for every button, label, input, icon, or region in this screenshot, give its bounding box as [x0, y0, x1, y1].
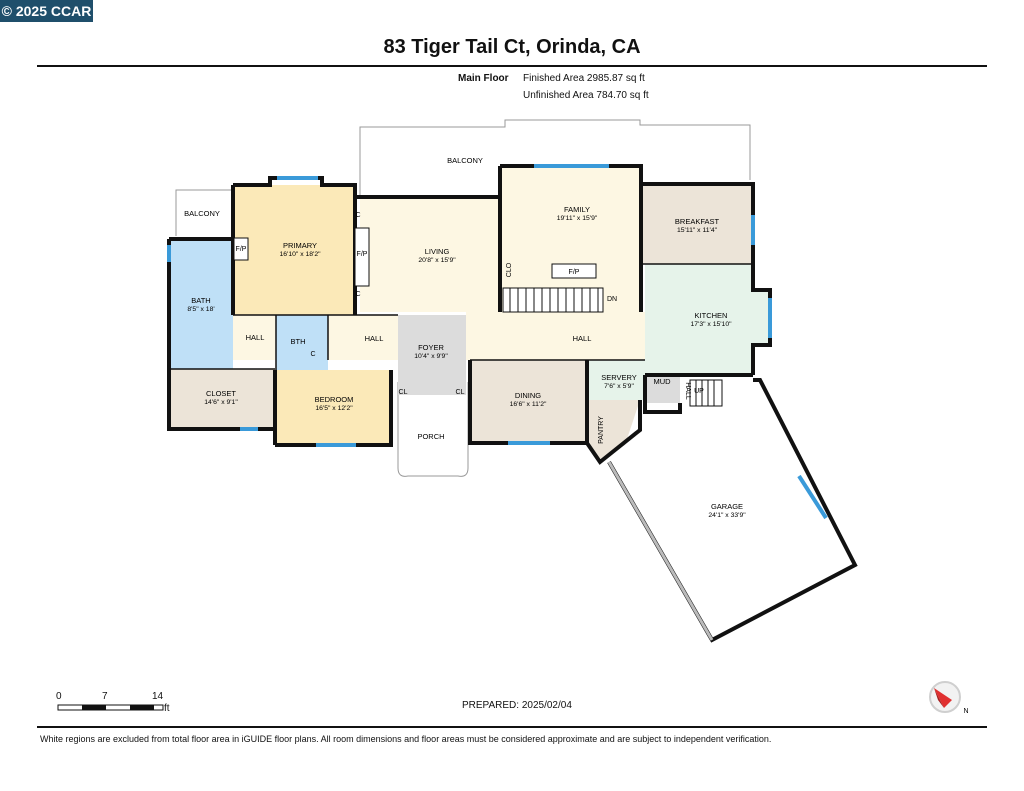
- scale-tick-0: 0: [56, 691, 62, 702]
- garage-door: [607, 461, 714, 641]
- scale-tick-14: 14: [152, 691, 164, 702]
- primary-dim: 16'10" x 18'2": [279, 251, 321, 258]
- fireplaces: [233, 227, 597, 287]
- bth-room: [276, 315, 328, 370]
- family-dim: 19'11" x 15'9": [557, 215, 598, 222]
- balcony-top-label: BALCONY: [447, 156, 483, 165]
- primary-fp-label: F/P: [236, 246, 247, 253]
- family-fp-label: F/P: [569, 269, 580, 276]
- closet-c-top: C: [355, 212, 360, 219]
- kitchen-dim: 17'3" x 15'10": [690, 321, 732, 328]
- porch-label: PORCH: [417, 432, 444, 441]
- clo-label: CLO: [506, 262, 513, 277]
- bath-room: [169, 239, 233, 369]
- closet-c-bth: C: [310, 351, 315, 358]
- dining-room: [470, 360, 587, 443]
- foyer-label: FOYER: [418, 343, 444, 352]
- hall-center-area: [328, 315, 398, 360]
- closet-room: [169, 369, 275, 429]
- bedroom-label: BEDROOM: [315, 395, 354, 404]
- servery-label: SERVERY: [601, 373, 637, 382]
- unfinished-area: Unfinished Area 784.70 sq ft: [523, 90, 649, 101]
- interior-walls: [169, 263, 753, 370]
- bedroom-dim: 16'5" x 12'2": [315, 405, 353, 412]
- living-fp-label: F/P: [357, 251, 368, 258]
- breakfast-dim: 15'11" x 11'4": [677, 227, 718, 234]
- closet-dim: 14'6" x 9'1": [204, 399, 238, 406]
- breakfast-room: [641, 184, 753, 264]
- cl-right-label: CL: [456, 389, 465, 396]
- primary-room: [233, 185, 353, 315]
- foyer-dim: 10'4" x 9'9": [414, 353, 448, 360]
- bedroom-room: [276, 370, 391, 445]
- stairs: [502, 287, 723, 407]
- disclaimer: White regions are excluded from total fl…: [40, 734, 772, 744]
- stairs-up-label: UP: [694, 388, 704, 395]
- mud-label: MUD: [653, 377, 671, 386]
- compass-n: N: [963, 708, 968, 715]
- servery-dim: 7'6" x 5'9": [604, 383, 634, 390]
- pantry-label: PANTRY: [598, 416, 605, 444]
- scale-tick-7: 7: [102, 691, 108, 702]
- closet-label: CLOSET: [206, 389, 236, 398]
- family-label: FAMILY: [564, 205, 590, 214]
- family-room: [500, 166, 641, 312]
- hall-right-area: [466, 312, 645, 360]
- compass-icon: N: [929, 681, 969, 715]
- kitchen-label: KITCHEN: [695, 311, 728, 320]
- pantry-room: [588, 400, 640, 460]
- foyer-area: [398, 315, 466, 395]
- bath-dim: 8'5" x 18': [187, 306, 214, 313]
- garage-dim: 24'1" x 33'9": [708, 512, 746, 519]
- balcony-outline: [175, 119, 751, 477]
- hall-left-area: [233, 315, 276, 360]
- balcony-left-label: BALCONY: [184, 209, 220, 218]
- copyright-badge: © 2025 CCAR: [0, 0, 93, 22]
- primary-label: PRIMARY: [283, 241, 317, 250]
- dining-label: DINING: [515, 391, 541, 400]
- living-dim: 20'8" x 15'9": [418, 257, 456, 264]
- mud-room: [645, 375, 680, 403]
- hall-center-label: HALL: [365, 334, 384, 343]
- windows: [167, 164, 828, 520]
- living-room: [360, 197, 500, 312]
- hall-right-label: HALL: [573, 334, 592, 343]
- finished-area: Finished Area 2985.87 sq ft: [523, 73, 645, 84]
- prepared-date: PREPARED: 2025/02/04: [462, 700, 572, 711]
- garage-label: GARAGE: [711, 502, 743, 511]
- scale-unit: ft: [164, 703, 170, 714]
- living-label: LIVING: [425, 247, 450, 256]
- bath-label: BATH: [191, 296, 210, 305]
- dining-dim: 16'6" x 11'2": [510, 401, 547, 408]
- bth-label: BTH: [291, 337, 306, 346]
- bottom-divider: [37, 726, 987, 728]
- stairs-dn-label: DN: [607, 296, 617, 303]
- servery-room: [587, 360, 645, 400]
- kitchen-room: [645, 264, 770, 375]
- top-divider: [37, 65, 987, 67]
- page-title: 83 Tiger Tail Ct, Orinda, CA: [383, 36, 641, 58]
- floor-label: Main Floor: [458, 73, 509, 84]
- room-fills: [169, 166, 770, 460]
- room-labels: BALCONY BALCONY FAMILY 19'11" x 15'9" BR…: [184, 156, 746, 519]
- scale-bar: [57, 704, 164, 711]
- hall-small-label: HALL: [684, 382, 691, 400]
- hall-left-label: HALL: [246, 333, 265, 342]
- breakfast-label: BREAKFAST: [675, 217, 720, 226]
- closet-c-bottom: C: [355, 291, 360, 298]
- cl-left-label: CL: [399, 389, 408, 396]
